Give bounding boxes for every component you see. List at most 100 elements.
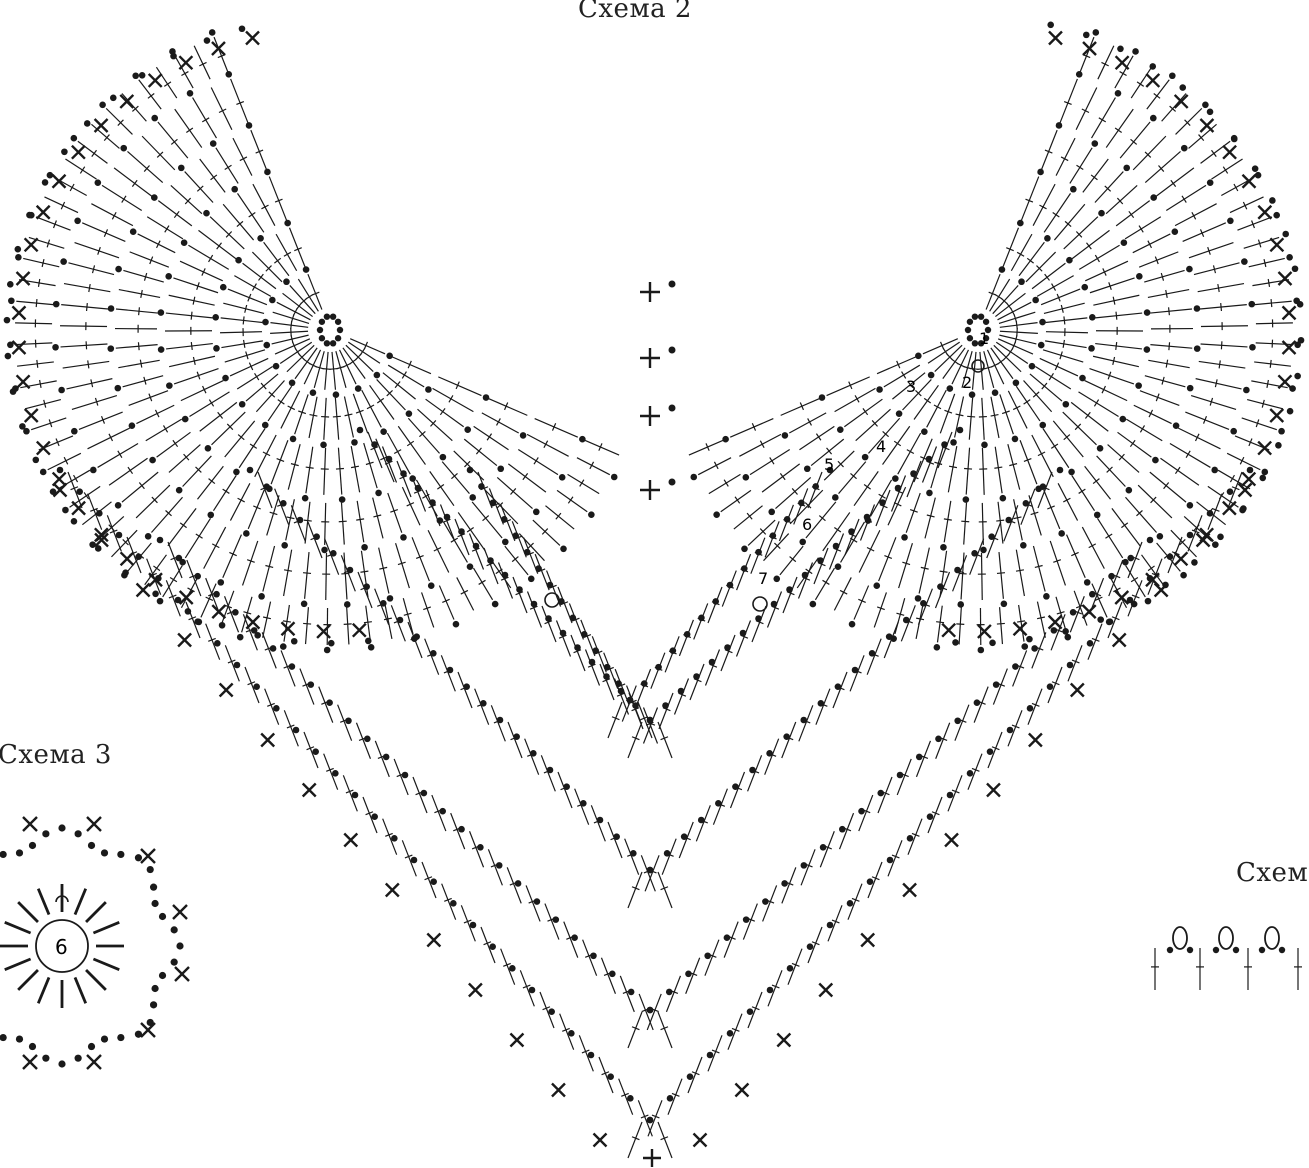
chain-stitch-dot xyxy=(257,235,264,242)
stitch-crossbar xyxy=(74,475,78,482)
stitch-crossbar xyxy=(218,412,223,418)
double-crochet-stitch xyxy=(1050,541,1065,585)
double-crochet-stitch xyxy=(961,553,964,600)
double-crochet-stitch xyxy=(425,639,439,675)
plus-mark xyxy=(640,406,660,426)
double-crochet-stitch xyxy=(1024,381,1052,412)
chain-stitch-dot xyxy=(509,965,516,972)
stitch-crossbar xyxy=(964,469,972,470)
stitch-crossbar xyxy=(1079,489,1086,493)
chain-stitch-dot xyxy=(530,750,537,757)
chain-stitch-dot xyxy=(647,867,654,874)
chain-stitch-dot xyxy=(1051,627,1058,634)
chain-stitch-dot xyxy=(231,186,238,193)
double-crochet-stitch xyxy=(344,553,347,600)
double-crochet-stitch xyxy=(995,447,1002,493)
double-crochet-stitch xyxy=(999,312,1035,323)
chain-stitch-dot xyxy=(669,405,676,412)
stitch-crossbar xyxy=(944,519,952,520)
stitch-crossbar xyxy=(223,489,230,493)
chain-stitch-dot xyxy=(755,615,762,622)
stitch-crossbar xyxy=(568,497,573,504)
chain-stitch-dot xyxy=(1187,385,1194,392)
stitch-crossbar xyxy=(244,340,245,348)
double-crochet-stitch xyxy=(689,440,723,455)
double-crochet-stitch xyxy=(722,571,736,607)
double-crochet-stitch xyxy=(458,672,472,708)
chain-stitch-dot xyxy=(440,454,447,461)
chain-stitch-dot xyxy=(135,854,142,861)
chain-stitch-dot xyxy=(588,1052,595,1059)
stitch-crossbar xyxy=(384,618,392,620)
chain-stitch-dot xyxy=(989,640,996,647)
stitch-crossbar xyxy=(1016,570,1024,571)
single-crochet-mark xyxy=(1146,74,1159,87)
double-crochet-stitch xyxy=(1037,602,1045,638)
single-crochet-mark xyxy=(72,502,85,515)
double-crochet-stitch xyxy=(986,274,1000,309)
chain-stitch-dot xyxy=(698,817,705,824)
stitch-crossbar xyxy=(997,623,1005,624)
chain-stitch-dot xyxy=(101,849,108,856)
chain-stitch-dot xyxy=(151,985,158,992)
stitch-crossbar xyxy=(1139,226,1143,233)
chain-stitch-dot xyxy=(1039,319,1046,326)
chain-stitch-dot xyxy=(1126,487,1133,494)
chain-stitch-dot xyxy=(166,382,173,389)
double-crochet-stitch xyxy=(1183,223,1226,242)
single-crochet-mark xyxy=(175,967,189,981)
chain-stitch-dot xyxy=(534,898,541,905)
stitch-crossbar xyxy=(1063,498,1070,502)
double-crochet-stitch xyxy=(344,396,353,437)
double-crochet-stitch xyxy=(1144,270,1184,282)
single-crochet-mark xyxy=(23,817,37,831)
double-crochet-stitch xyxy=(1090,278,1135,293)
double-crochet-stitch xyxy=(518,449,558,474)
chain-stitch-dot xyxy=(132,72,139,79)
double-crochet-stitch xyxy=(417,409,452,441)
chain-stitch-dot xyxy=(293,727,300,734)
single-crochet-mark xyxy=(1270,238,1283,251)
chain-stitch-dot xyxy=(321,547,328,554)
double-crochet-stitch xyxy=(764,534,789,561)
chain-stitch-dot xyxy=(243,530,250,537)
chain-stitch-dot xyxy=(1145,598,1152,605)
double-crochet-stitch xyxy=(183,456,212,487)
stitch-crossbar xyxy=(89,284,90,292)
stitch-crossbar xyxy=(261,205,268,209)
stitch-crossbar xyxy=(238,498,245,502)
chain-stitch-dot xyxy=(139,72,146,79)
single-crochet-mark xyxy=(317,625,330,638)
chain-stitch-dot xyxy=(234,662,241,669)
stitch-crossbar xyxy=(1086,243,1091,249)
stitch-crossbar xyxy=(364,622,372,623)
double-crochet-stitch xyxy=(628,872,642,908)
stitch-crossbar xyxy=(38,279,39,287)
chain-stitch-dot xyxy=(386,456,393,463)
chain-stitch-dot xyxy=(920,600,927,607)
double-crochet-stitch xyxy=(558,772,572,808)
chain-stitch-dot xyxy=(320,442,327,449)
stitch-crossbar xyxy=(1085,412,1090,418)
double-crochet-stitch xyxy=(1093,295,1139,305)
stitch-crossbar xyxy=(112,212,116,219)
chain-stitch-dot xyxy=(807,943,814,950)
double-crochet-stitch xyxy=(1189,243,1233,258)
chain-stitch-dot xyxy=(1243,387,1250,394)
ring-mark xyxy=(753,597,767,611)
motif-spoke xyxy=(93,959,119,970)
chain-stitch-dot xyxy=(502,539,509,546)
chain-stitch-dot xyxy=(1187,947,1193,953)
chain-stitch-dot xyxy=(262,319,269,326)
chain-stitch-dot xyxy=(107,345,114,352)
double-crochet-stitch xyxy=(782,722,796,758)
stitch-crossbar xyxy=(274,258,280,263)
chain-stitch-dot xyxy=(965,327,971,333)
stitch-crossbar xyxy=(1014,517,1022,519)
double-crochet-stitch xyxy=(204,527,226,569)
chain-stitch-dot xyxy=(344,601,351,608)
double-crochet-stitch xyxy=(61,305,108,309)
chain-stitch-dot xyxy=(999,266,1006,273)
double-crochet-stitch xyxy=(412,537,429,581)
double-crochet-stitch xyxy=(1254,362,1291,366)
